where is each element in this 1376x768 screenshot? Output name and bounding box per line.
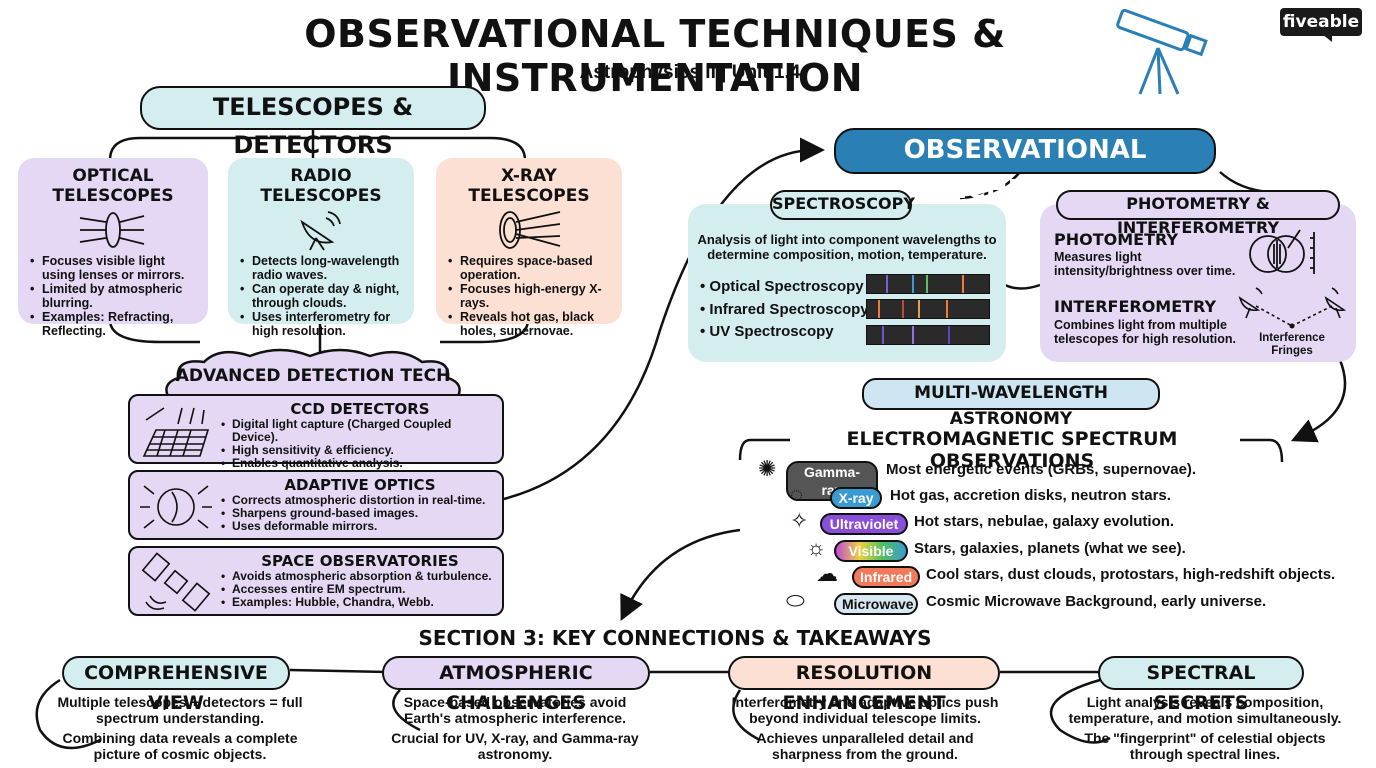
brand-logo[interactable]: fiveable [1280,8,1362,36]
spectroscopy-description: Analysis of light into component wavelen… [697,232,997,262]
radio-bullet-2: Can operate day & night, through clouds. [238,282,404,310]
satellite-icon [138,552,214,614]
em-band-description: Most energetic events (GRBs, supernovae)… [886,461,1197,478]
optical-spectroscopy-label: Optical Spectroscopy [709,278,864,295]
xray-telescopes-title: X-RAY TELESCOPES [468,166,590,206]
page-title: OBSERVATIONAL TECHNIQUES & INSTRUMENTATI… [304,12,1006,100]
interference-fringes-label: Interference Fringes [1259,332,1325,357]
takeaway-1-line1: Multiple telescopes + detectors = full s… [57,694,303,726]
optical-telescopes-title: OPTICAL TELESCOPES [52,166,174,206]
interferometry-title: INTERFEROMETRY [1054,297,1217,316]
xray-bullet-2: Focuses high-energy X-rays. [446,282,612,310]
grazing-mirror-icon [446,206,612,254]
burst-icon: ✺ [758,456,777,481]
radio-telescopes-panel: RADIO TELESCOPES Detects long-wavelength… [228,158,414,338]
space-bullet-1: Avoids atmospheric absorption & turbulen… [220,570,500,584]
deformable-mirror-icon [138,478,214,536]
optical-spectrum-bar [866,274,990,294]
takeaway-2-line1: Space-based observatories avoid Earth's … [403,694,627,726]
takeaway-comprehensive-view: COMPREHENSIVE VIEW [62,656,290,714]
photometry-text: Measures light intensity/brightness over… [1054,250,1236,278]
sparkle-stars-icon: ✧ [790,508,809,533]
accretion-disk-icon: ◌ [790,482,804,507]
radio-telescopes-title: RADIO TELESCOPES [260,166,382,206]
em-band-label: Infrared [852,566,920,588]
logo-tail [1322,34,1332,42]
infrared-spectroscopy-label: Infrared Spectroscopy [709,301,869,318]
takeaway-spectral-secrets: SPECTRAL SECRETS [1098,656,1304,714]
spectroscopy-item-optical: • Optical Spectroscopy [700,278,864,295]
em-band-label: Visible [834,540,908,562]
multiwavelength-title: MULTI-WAVELENGTH ASTRONOMY [862,378,1160,429]
space-observatories-box: SPACE OBSERVATORIES Avoids atmospheric a… [128,546,504,616]
xray-bullet-3: Reveals hot gas, black holes, supernovae… [446,310,612,338]
takeaway-2-line2: Crucial for UV, X-ray, and Gamma-ray ast… [391,730,639,762]
radio-dish-icon [238,206,404,254]
radio-bullet-1: Detects long-wavelength radio waves. [238,254,404,282]
xray-bullet-1: Requires space-based operation. [446,254,612,282]
optical-telescopes-panel: OPTICAL TELESCOPES Focuses visible light… [18,158,208,338]
takeaway-1-line2: Combining data reveals a complete pictur… [62,730,298,762]
uv-spectrum-bar [866,325,990,345]
dust-cloud-icon: ☁ [816,561,838,586]
em-band-description: Stars, galaxies, planets (what we see). [914,540,1186,557]
takeaway-resolution-enhancement: RESOLUTION ENHANCEMENT [728,656,1000,714]
takeaway-4-line2: The "fingerprint" of celestial objects t… [1084,730,1326,762]
ccd-grid-icon [138,402,214,460]
takeaway-atmospheric-challenges: ATMOSPHERIC CHALLENGES [382,656,650,714]
em-band-label: Microwave [834,593,918,615]
advanced-detection-cloud: ADVANCED DETECTION TECH [160,346,466,402]
ccd-bullet-1: Digital light capture (Charged Coupled D… [220,418,500,444]
spectroscopy-panel: Analysis of light into component wavelen… [688,204,1006,362]
overlapping-circles-icon [1244,226,1324,278]
em-band-description: Cosmic Microwave Background, early unive… [926,593,1267,610]
em-spectrum-title: ELECTROMAGNETIC SPECTRUM OBSERVATIONS [846,428,1178,472]
telescopes-section-title: TELESCOPES & DETECTORS [140,86,486,159]
page-subtitle: Astrophysics II | Unit 1.4 [579,62,801,83]
adaptive-optics-box: ADAPTIVE OPTICS Corrects atmospheric dis… [128,470,504,540]
interferometry-text: Combines light from multiple telescopes … [1054,318,1236,346]
optical-bullet-1: Focuses visible light using lenses or mi… [28,254,198,282]
takeaways-title: SECTION 3: KEY CONNECTIONS & TAKEAWAYS [418,626,932,650]
radio-bullet-3: Uses interferometry for high resolution. [238,310,404,338]
sun-icon: ☼ [806,535,827,560]
takeaway-3-line1: Interferometry and adaptive optics push … [731,694,999,726]
space-observatories-title: SPACE OBSERVATORIES [261,552,459,570]
space-bullet-3: Examples: Hubble, Chandra, Webb. [220,596,500,610]
adaptive-bullet-1: Corrects atmospheric distortion in real-… [220,494,500,508]
ccd-bullet-2: High sensitivity & efficiency. [220,444,500,458]
em-band-description: Hot stars, nebulae, galaxy evolution. [914,513,1175,530]
adaptive-bullet-3: Uses deformable mirrors. [220,520,500,534]
ccd-detectors-box: CCD DETECTORS Digital light capture (Cha… [128,394,504,470]
cmb-map-icon: ⬭ [786,588,805,613]
em-band-label: Ultraviolet [820,513,908,535]
dish-array-icon [1236,280,1352,330]
ccd-title: CCD DETECTORS [290,400,430,418]
infrared-spectrum-bar [866,299,990,319]
adaptive-bullet-2: Sharpens ground-based images. [220,507,500,521]
space-bullet-2: Accesses entire EM spectrum. [220,583,500,597]
spectroscopy-item-uv: • UV Spectroscopy [700,323,834,340]
advanced-detection-title: ADVANCED DETECTION TECH [175,366,451,386]
photometry-title: PHOTOMETRY [1054,230,1179,249]
photometry-interferometry-title: PHOTOMETRY & INTERFEROMETRY [1056,190,1340,237]
lens-icon [28,206,198,254]
takeaway-3-line2: Achieves unparalleled detail and sharpne… [756,730,974,762]
ccd-bullet-3: Enables quantitative analysis. [220,457,500,471]
spectroscopy-title: SPECTROSCOPY [770,190,915,220]
em-band-label: X-ray [830,487,882,509]
telescope-icon [1110,8,1210,98]
photometry-panel: PHOTOMETRY Measures light intensity/brig… [1040,204,1356,362]
optical-bullet-2: Limited by atmospheric blurring. [28,282,198,310]
em-band-description: Hot gas, accretion disks, neutron stars. [890,487,1171,504]
xray-telescopes-panel: X-RAY TELESCOPES Requires space-based op… [436,158,622,338]
uv-spectroscopy-label: UV Spectroscopy [709,323,834,340]
takeaway-4-line1: Light analysis reveals composition, temp… [1068,694,1342,726]
spectroscopy-item-infrared: • Infrared Spectroscopy [700,301,869,318]
adaptive-optics-title: ADAPTIVE OPTICS [284,476,436,494]
optical-bullet-3: Examples: Refracting, Reflecting. [28,310,198,338]
em-band-description: Cool stars, dust clouds, protostars, hig… [926,566,1336,583]
techniques-section-title: OBSERVATIONAL TECHNIQUES [834,128,1216,205]
